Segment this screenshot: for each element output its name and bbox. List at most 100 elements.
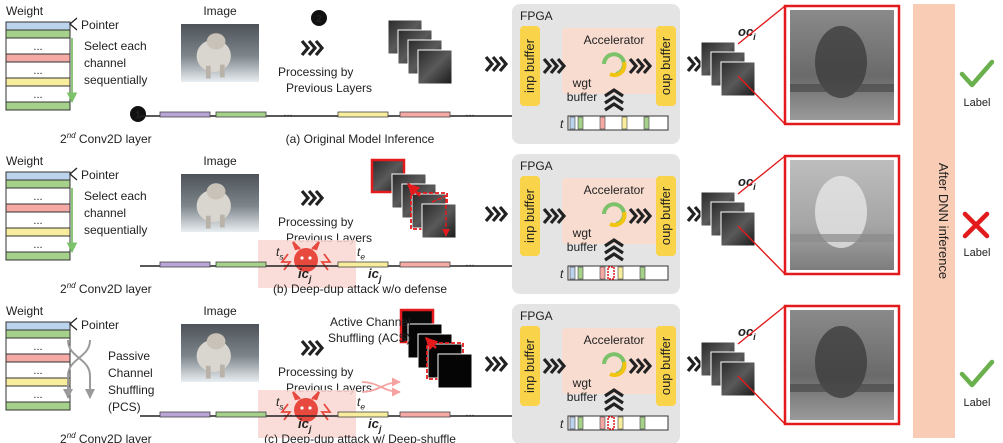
pointer-icon (69, 167, 78, 181)
chevron-mark (498, 355, 509, 373)
weight-channel-red (5, 353, 71, 363)
select-channel-text: sequentially (84, 223, 147, 237)
feature-map (720, 211, 756, 247)
weight-label: Weight (6, 154, 44, 168)
chevron-mark (314, 189, 325, 207)
oup-buffer-label: oup buffer (658, 336, 673, 395)
to-fpga-arrows (484, 355, 509, 373)
accelerator-box (562, 178, 666, 244)
chevron-mark (635, 357, 646, 375)
wgt-buffer-cell-blue (569, 416, 576, 430)
accelerator-label: Accelerator (584, 333, 645, 347)
inp-buffer (520, 326, 540, 406)
timeline-seg-purple (159, 411, 211, 418)
pcs-arrow (63, 339, 91, 399)
wgt-buffer-label: wgt (572, 376, 592, 390)
output-wolf-shape (815, 176, 867, 248)
chevron-mark (314, 339, 325, 357)
accelerator-label: Accelerator (584, 183, 645, 197)
step-badge-1 (130, 106, 146, 122)
check-icon (959, 59, 995, 88)
step-badge-2 (311, 10, 327, 26)
wgt-buffer-faulty-cell (607, 266, 615, 280)
wolf-image (181, 324, 259, 382)
weight-channel-blue (5, 171, 71, 181)
step-badge-1-label: 1 (135, 110, 141, 121)
chevron-mark (307, 189, 318, 207)
timeline-dots: ... (465, 257, 474, 269)
output-feature-map (783, 154, 901, 276)
chevron-mark (549, 57, 560, 75)
chevron-mark (686, 355, 697, 373)
wolf-head (206, 183, 226, 200)
acs-arrow (425, 337, 439, 351)
wgt-to-accel-arrows (604, 388, 624, 412)
pcs-arrow (67, 339, 95, 399)
fpga-title: FPGA (520, 159, 553, 173)
wolf-image (181, 24, 259, 82)
wgt-buffer-cell-yellow (621, 116, 628, 130)
weight-channel-green (5, 29, 71, 39)
compute-cycle-icon (609, 61, 627, 78)
chevron-mark (300, 189, 311, 207)
wolf-leg (205, 365, 211, 379)
oup-buffer (656, 326, 676, 406)
weight-stack: ......... (5, 321, 71, 411)
output-frame (783, 304, 901, 426)
weight-channel-yellow (5, 77, 71, 87)
layer-label: 2nd Conv2D layer (60, 431, 152, 443)
wgt-buffer-cell-blue (569, 266, 576, 280)
wgt-buffer-label: wgt (572, 226, 592, 240)
after-inference-label: After DNN inference (936, 163, 951, 279)
chevron-mark (556, 357, 567, 375)
result-label: Label (964, 247, 991, 259)
chevron-mark (604, 88, 624, 98)
weight-dots: ... (33, 65, 42, 77)
chevron-mark (556, 57, 567, 75)
time-start-label: ts (276, 245, 284, 262)
weight-channel-green (5, 401, 71, 411)
wgt-buffer-cell-green (577, 416, 584, 430)
wgt-buffer-label: buffer (567, 240, 597, 254)
chevron-mark (300, 339, 311, 357)
processing-arrows (300, 189, 325, 207)
processing-text: Processing by (278, 365, 353, 379)
chevron-mark (604, 102, 624, 112)
time-end-label: te (357, 395, 365, 412)
compute-cycle-icon (609, 361, 627, 378)
weight-dots: ... (33, 89, 42, 101)
chevron-mark (300, 39, 311, 57)
pointer-icon (69, 317, 78, 331)
processing-text: Previous Layers (286, 81, 372, 95)
acs-shuffle-arrow (361, 381, 401, 397)
check-icon (959, 359, 995, 388)
inp-buffer-label: inp buffer (522, 188, 537, 243)
accel-to-oup-arrows (628, 207, 653, 225)
wolf-head (206, 333, 226, 350)
chevron-mark (635, 207, 646, 225)
devil-horns (292, 241, 320, 251)
processing-text: Processing by (278, 65, 353, 79)
accelerator-label: Accelerator (584, 33, 645, 47)
weight-label: Weight (6, 304, 44, 318)
chevron-mark (604, 402, 624, 412)
pcs-text: Shuffling (108, 383, 154, 397)
time-label: t (560, 417, 564, 431)
image-label: Image (203, 4, 237, 18)
devil-eye (308, 406, 312, 410)
chevron-mark (628, 57, 639, 75)
chevron-mark (604, 252, 624, 262)
wgt-buffer-label: buffer (567, 90, 597, 104)
ic-label-attack: icj (298, 266, 312, 284)
feature-map-stack (700, 41, 756, 97)
timeline-seg-yellow (337, 261, 389, 268)
wgt-buffer-cell-green (639, 416, 646, 430)
chevron-mark (484, 355, 495, 373)
weight-stack: ......... (5, 171, 71, 261)
result-label: Label (964, 397, 991, 409)
weight-channel-green (5, 179, 71, 189)
wgt-to-accel-arrows (604, 88, 624, 112)
timeline: ...... (140, 257, 556, 271)
zoom-line (737, 375, 786, 425)
